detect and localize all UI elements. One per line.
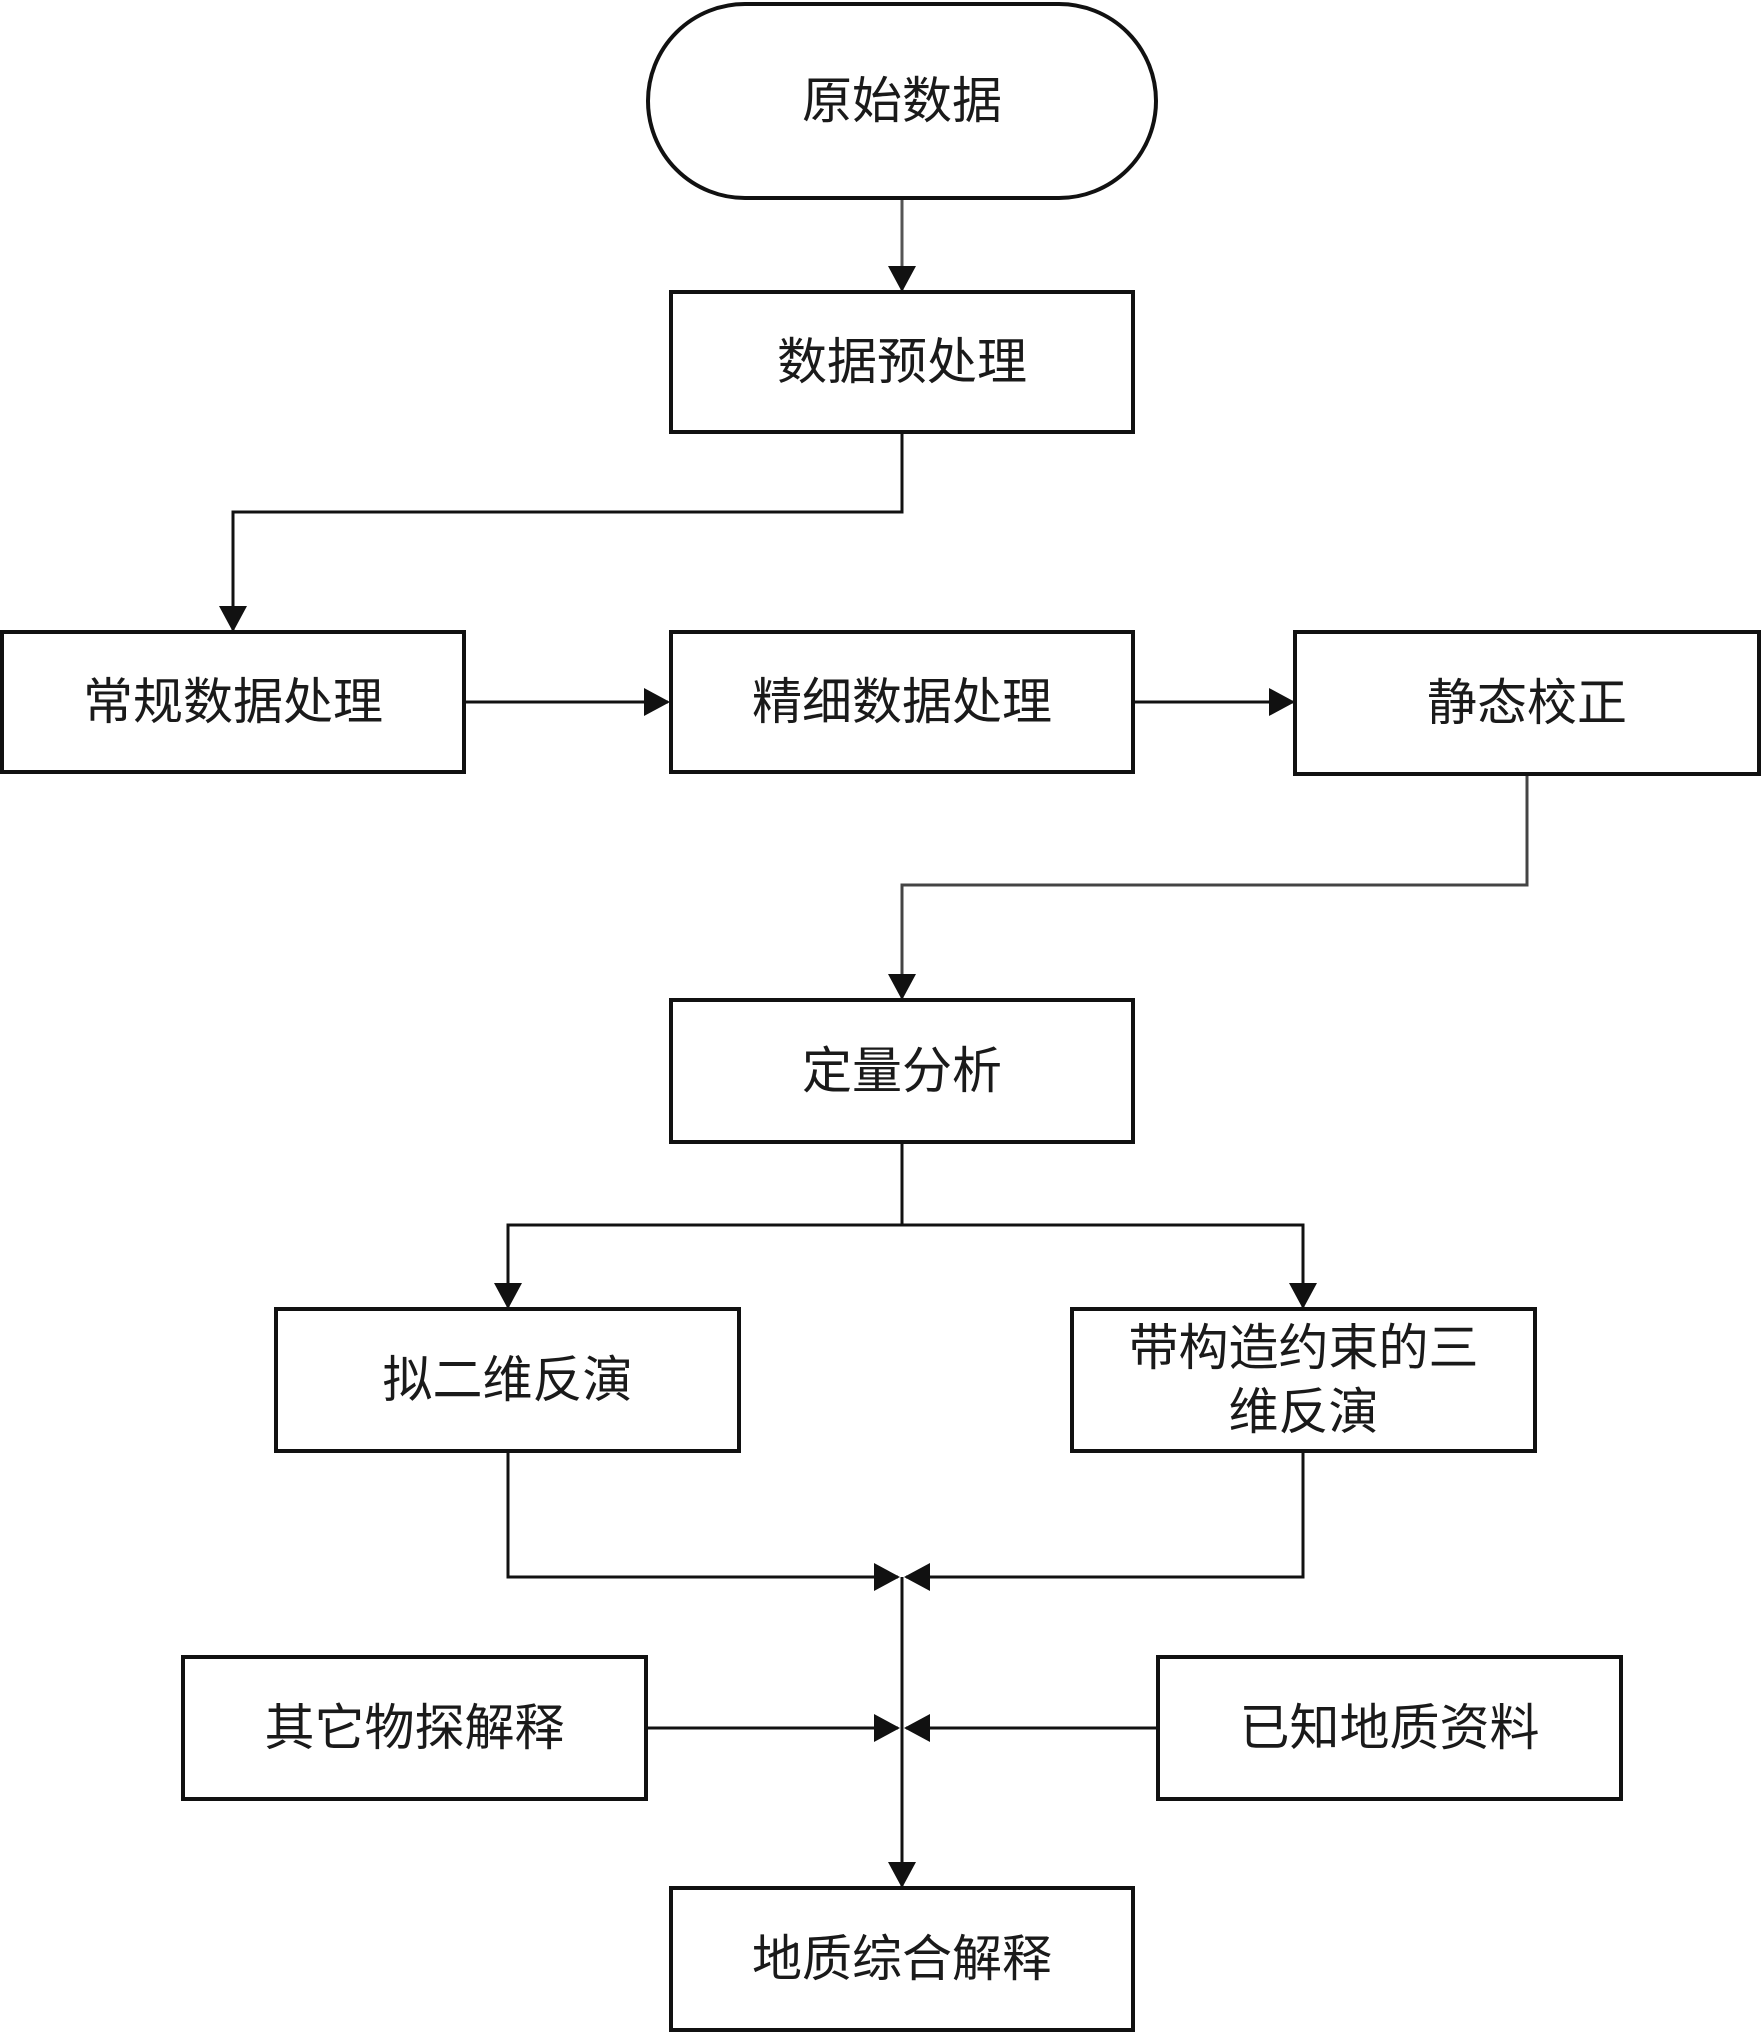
edge-quantitative-to-pseudo2d (494, 1144, 904, 1309)
node-quantitative-analysis: 定量分析 (669, 998, 1135, 1144)
edge-preprocess-to-routine (219, 434, 904, 632)
node-pseudo-2d-inversion: 拟二维反演 (274, 1307, 741, 1453)
edge-3d-to-junction (904, 1453, 1305, 1591)
node-routine-processing: 常规数据处理 (0, 630, 466, 774)
node-other-geophysics: 其它物探解释 (181, 1655, 648, 1801)
node-fine-processing: 精细数据处理 (669, 630, 1135, 774)
node-raw-data: 原始数据 (646, 2, 1158, 200)
node-constrained-3d-inversion: 带构造约束的三维反演 (1070, 1307, 1537, 1453)
edge-static-to-quantitative (888, 776, 1529, 1000)
node-integrated-interpretation: 地质综合解释 (669, 1886, 1135, 2032)
node-known-geology: 已知地质资料 (1156, 1655, 1623, 1801)
node-static-correction: 静态校正 (1293, 630, 1761, 776)
node-preprocess: 数据预处理 (669, 290, 1135, 434)
edge-quantitative-to-3d (902, 1223, 1317, 1309)
edge-pseudo2d-to-junction (506, 1453, 900, 1591)
